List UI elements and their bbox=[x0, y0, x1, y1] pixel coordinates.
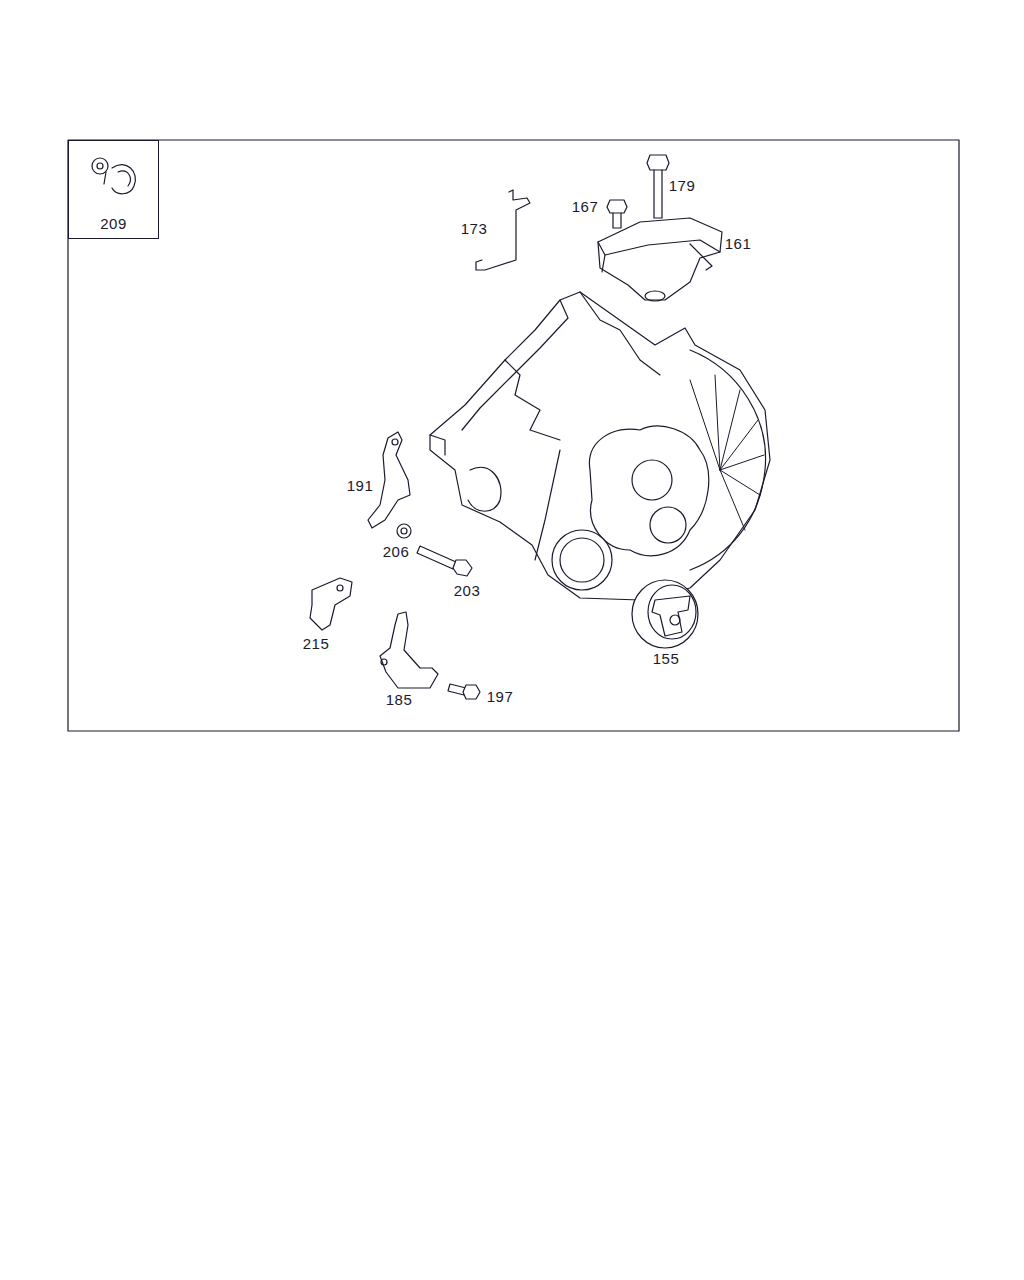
callout-number: 173 bbox=[461, 220, 488, 237]
plate bbox=[310, 578, 352, 630]
callout-number: 161 bbox=[725, 235, 752, 252]
washer bbox=[397, 524, 411, 538]
bolt bbox=[647, 155, 669, 218]
clamp-icon bbox=[92, 158, 135, 194]
hole bbox=[337, 585, 343, 591]
transmission-mount bbox=[598, 218, 722, 301]
callout-number: 191 bbox=[347, 477, 374, 494]
bolt bbox=[448, 684, 480, 699]
hole bbox=[392, 439, 398, 445]
callout-number: 167 bbox=[572, 198, 599, 215]
callout-number: 203 bbox=[454, 582, 481, 599]
callout-number: 206 bbox=[383, 543, 410, 560]
bolt bbox=[417, 546, 472, 576]
callout-number: 209 bbox=[69, 215, 158, 232]
callout-number: 185 bbox=[386, 691, 413, 708]
bolt bbox=[607, 200, 627, 228]
inset-box: 209 bbox=[68, 140, 159, 239]
callout-number: 155 bbox=[653, 650, 680, 667]
callout-number: 179 bbox=[669, 177, 696, 194]
bracket bbox=[380, 612, 438, 688]
bracket bbox=[368, 432, 410, 528]
transmission bbox=[430, 292, 770, 600]
callout-number: 197 bbox=[487, 688, 514, 705]
hole bbox=[381, 659, 387, 665]
rubber-mount bbox=[632, 580, 698, 648]
callout-number: 215 bbox=[303, 635, 330, 652]
washer bbox=[401, 528, 407, 534]
frame bbox=[68, 140, 959, 731]
